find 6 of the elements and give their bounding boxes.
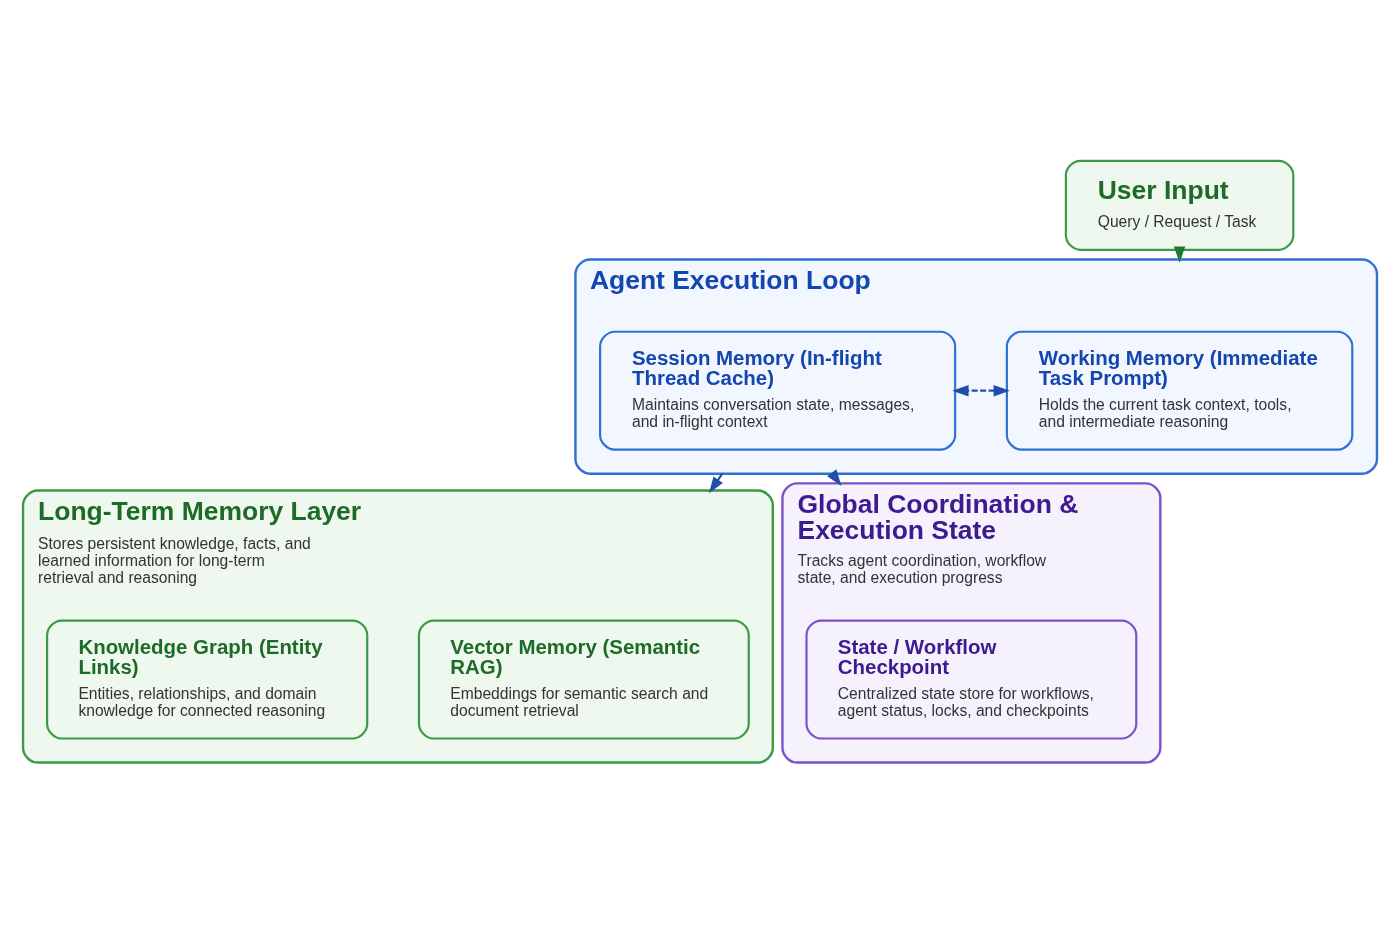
node-box: State / Workflow Checkpoint Centralized state store for workflows, agent status, locks, and checkpoints — [805, 619, 1138, 740]
arrow — [952, 384, 1010, 397]
node-box: Working Memory (Immediate Task Prompt) Holds the current task context, tools, and intermediate reasoning — [1005, 330, 1354, 451]
node-box: Knowledge Graph (Entity Links) Entities, relationships, and domain knowledge for connected reasoning — [46, 619, 369, 740]
node-box: Session Memory (In-flight Thread Cache) Maintains conversation state, messages, and in-flight context — [599, 330, 957, 451]
node-box: Vector Memory (Semantic RAG) Embeddings for semantic search and document retrieval — [417, 619, 750, 740]
